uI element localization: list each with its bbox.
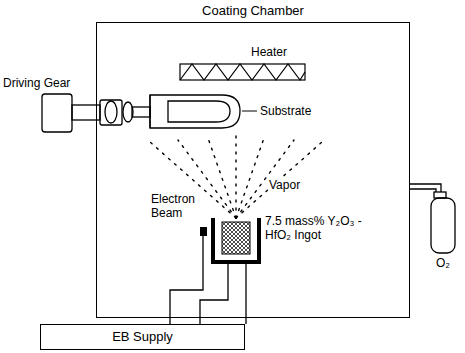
part-label: 7.5 mass% Y₂O₃ -HfO₂ Ingot bbox=[264, 214, 376, 242]
heater-coil bbox=[180, 64, 305, 80]
box-label: EB Supply bbox=[112, 330, 173, 344]
leader-line bbox=[242, 111, 257, 112]
part-label: Vapor bbox=[268, 178, 301, 192]
supply-box: EB Supply bbox=[40, 324, 245, 350]
part-label: Driving Gear bbox=[2, 76, 71, 90]
chamber-box: Coating Chamber bbox=[96, 22, 410, 318]
part-label: Electron Beam bbox=[150, 192, 204, 220]
supply-wire bbox=[170, 236, 246, 324]
crucible bbox=[213, 218, 259, 262]
oxygen-cylinder bbox=[410, 184, 455, 253]
part-label: O₂ bbox=[435, 256, 451, 270]
part-label: Heater bbox=[250, 45, 288, 59]
part-label: Substrate bbox=[259, 104, 312, 118]
ingot bbox=[222, 222, 250, 254]
substrate-holder bbox=[150, 95, 240, 128]
box-heading: Coating Chamber bbox=[202, 4, 304, 18]
electron-gun bbox=[200, 227, 207, 236]
